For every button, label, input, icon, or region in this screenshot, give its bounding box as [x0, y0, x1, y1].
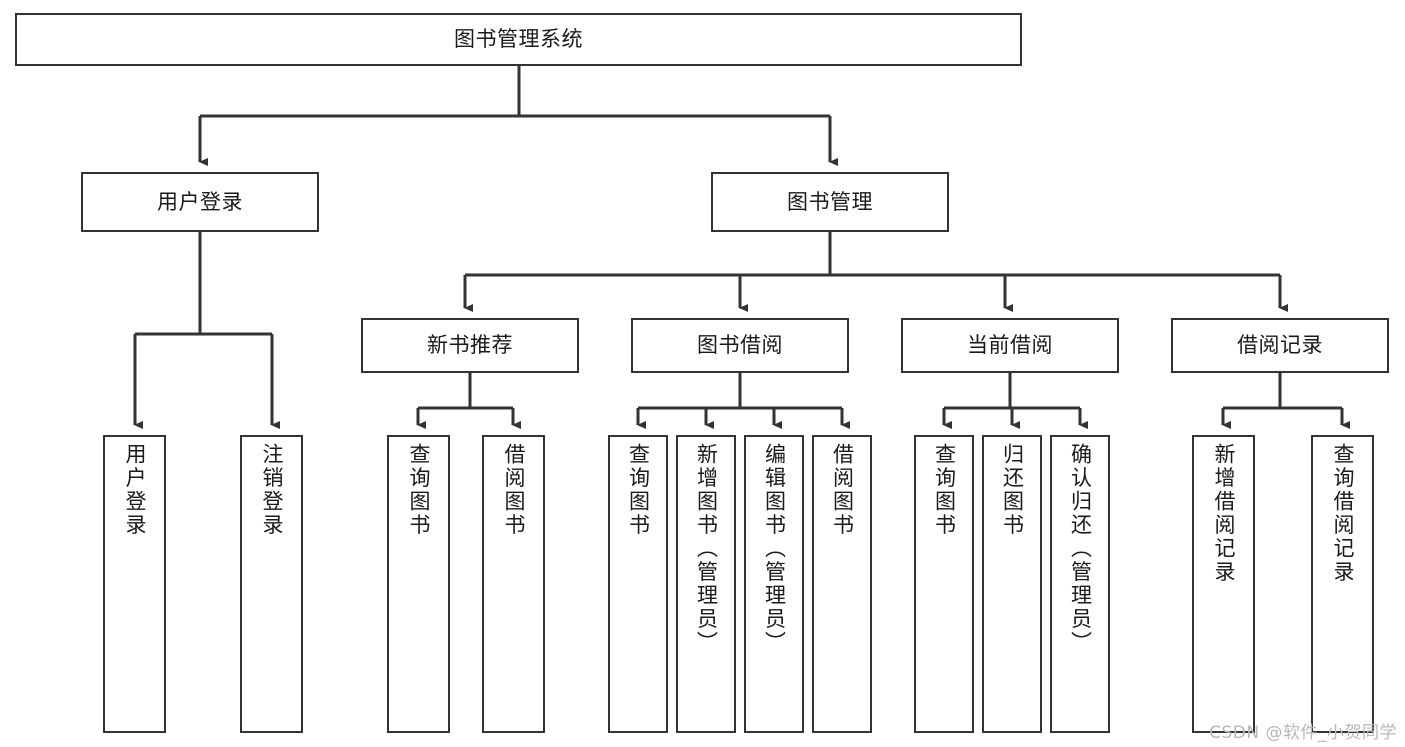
node-book-borrow-label: 图书借阅: [697, 333, 783, 358]
node-leaf-user-login[interactable]: 用户登录: [103, 435, 166, 733]
node-leaf-add-borrow-record-label: 新增借阅记录: [1212, 443, 1236, 584]
node-current-borrow[interactable]: 当前借阅: [901, 318, 1119, 373]
node-book-manage[interactable]: 图书管理: [711, 172, 949, 232]
node-leaf-query-borrow-record[interactable]: 查询借阅记录: [1311, 435, 1374, 733]
node-root[interactable]: 图书管理系统: [15, 13, 1022, 66]
node-leaf-add-borrow-record[interactable]: 新增借阅记录: [1192, 435, 1255, 733]
node-root-label: 图书管理系统: [454, 27, 583, 52]
node-leaf-query-book-borrow-label: 查询图书: [626, 443, 651, 537]
node-leaf-return-book[interactable]: 归还图书: [982, 435, 1042, 733]
node-current-borrow-label: 当前借阅: [967, 333, 1053, 358]
csdn-watermark: CSDN @软件_小贺同学: [1209, 723, 1397, 743]
node-leaf-query-book-borrow[interactable]: 查询图书: [608, 435, 668, 733]
node-leaf-add-book-label: 新增图书（管理员）: [694, 443, 719, 655]
node-leaf-borrow-book-rec[interactable]: 借阅图书: [482, 435, 545, 733]
node-leaf-confirm-return[interactable]: 确认归还（管理员）: [1050, 435, 1110, 733]
node-book-manage-label: 图书管理: [787, 189, 873, 214]
node-borrow-record[interactable]: 借阅记录: [1171, 318, 1389, 373]
node-new-book-recommend-label: 新书推荐: [427, 333, 513, 358]
node-leaf-confirm-return-label: 确认归还（管理员）: [1068, 443, 1093, 655]
node-leaf-edit-book-label: 编辑图书（管理员）: [762, 443, 787, 655]
node-user-login-label: 用户登录: [157, 189, 243, 214]
node-leaf-user-logout-label: 注销登录: [260, 443, 284, 537]
node-leaf-user-logout[interactable]: 注销登录: [240, 435, 303, 733]
node-new-book-recommend[interactable]: 新书推荐: [361, 318, 579, 373]
node-leaf-borrow-book[interactable]: 借阅图书: [812, 435, 872, 733]
node-leaf-edit-book[interactable]: 编辑图书（管理员）: [744, 435, 804, 733]
node-book-borrow[interactable]: 图书借阅: [631, 318, 849, 373]
node-leaf-query-book-rec[interactable]: 查询图书: [387, 435, 450, 733]
node-leaf-borrow-book-label: 借阅图书: [830, 443, 855, 537]
node-leaf-query-book-cur-label: 查询图书: [932, 443, 957, 537]
node-leaf-query-borrow-record-label: 查询借阅记录: [1331, 443, 1355, 584]
node-leaf-query-book-rec-label: 查询图书: [407, 443, 431, 537]
node-borrow-record-label: 借阅记录: [1237, 333, 1323, 358]
node-leaf-add-book[interactable]: 新增图书（管理员）: [676, 435, 736, 733]
node-leaf-query-book-cur[interactable]: 查询图书: [914, 435, 974, 733]
node-leaf-user-login-label: 用户登录: [123, 443, 147, 537]
node-user-login[interactable]: 用户登录: [81, 172, 319, 232]
node-leaf-borrow-book-rec-label: 借阅图书: [502, 443, 526, 537]
node-leaf-return-book-label: 归还图书: [1000, 443, 1025, 537]
